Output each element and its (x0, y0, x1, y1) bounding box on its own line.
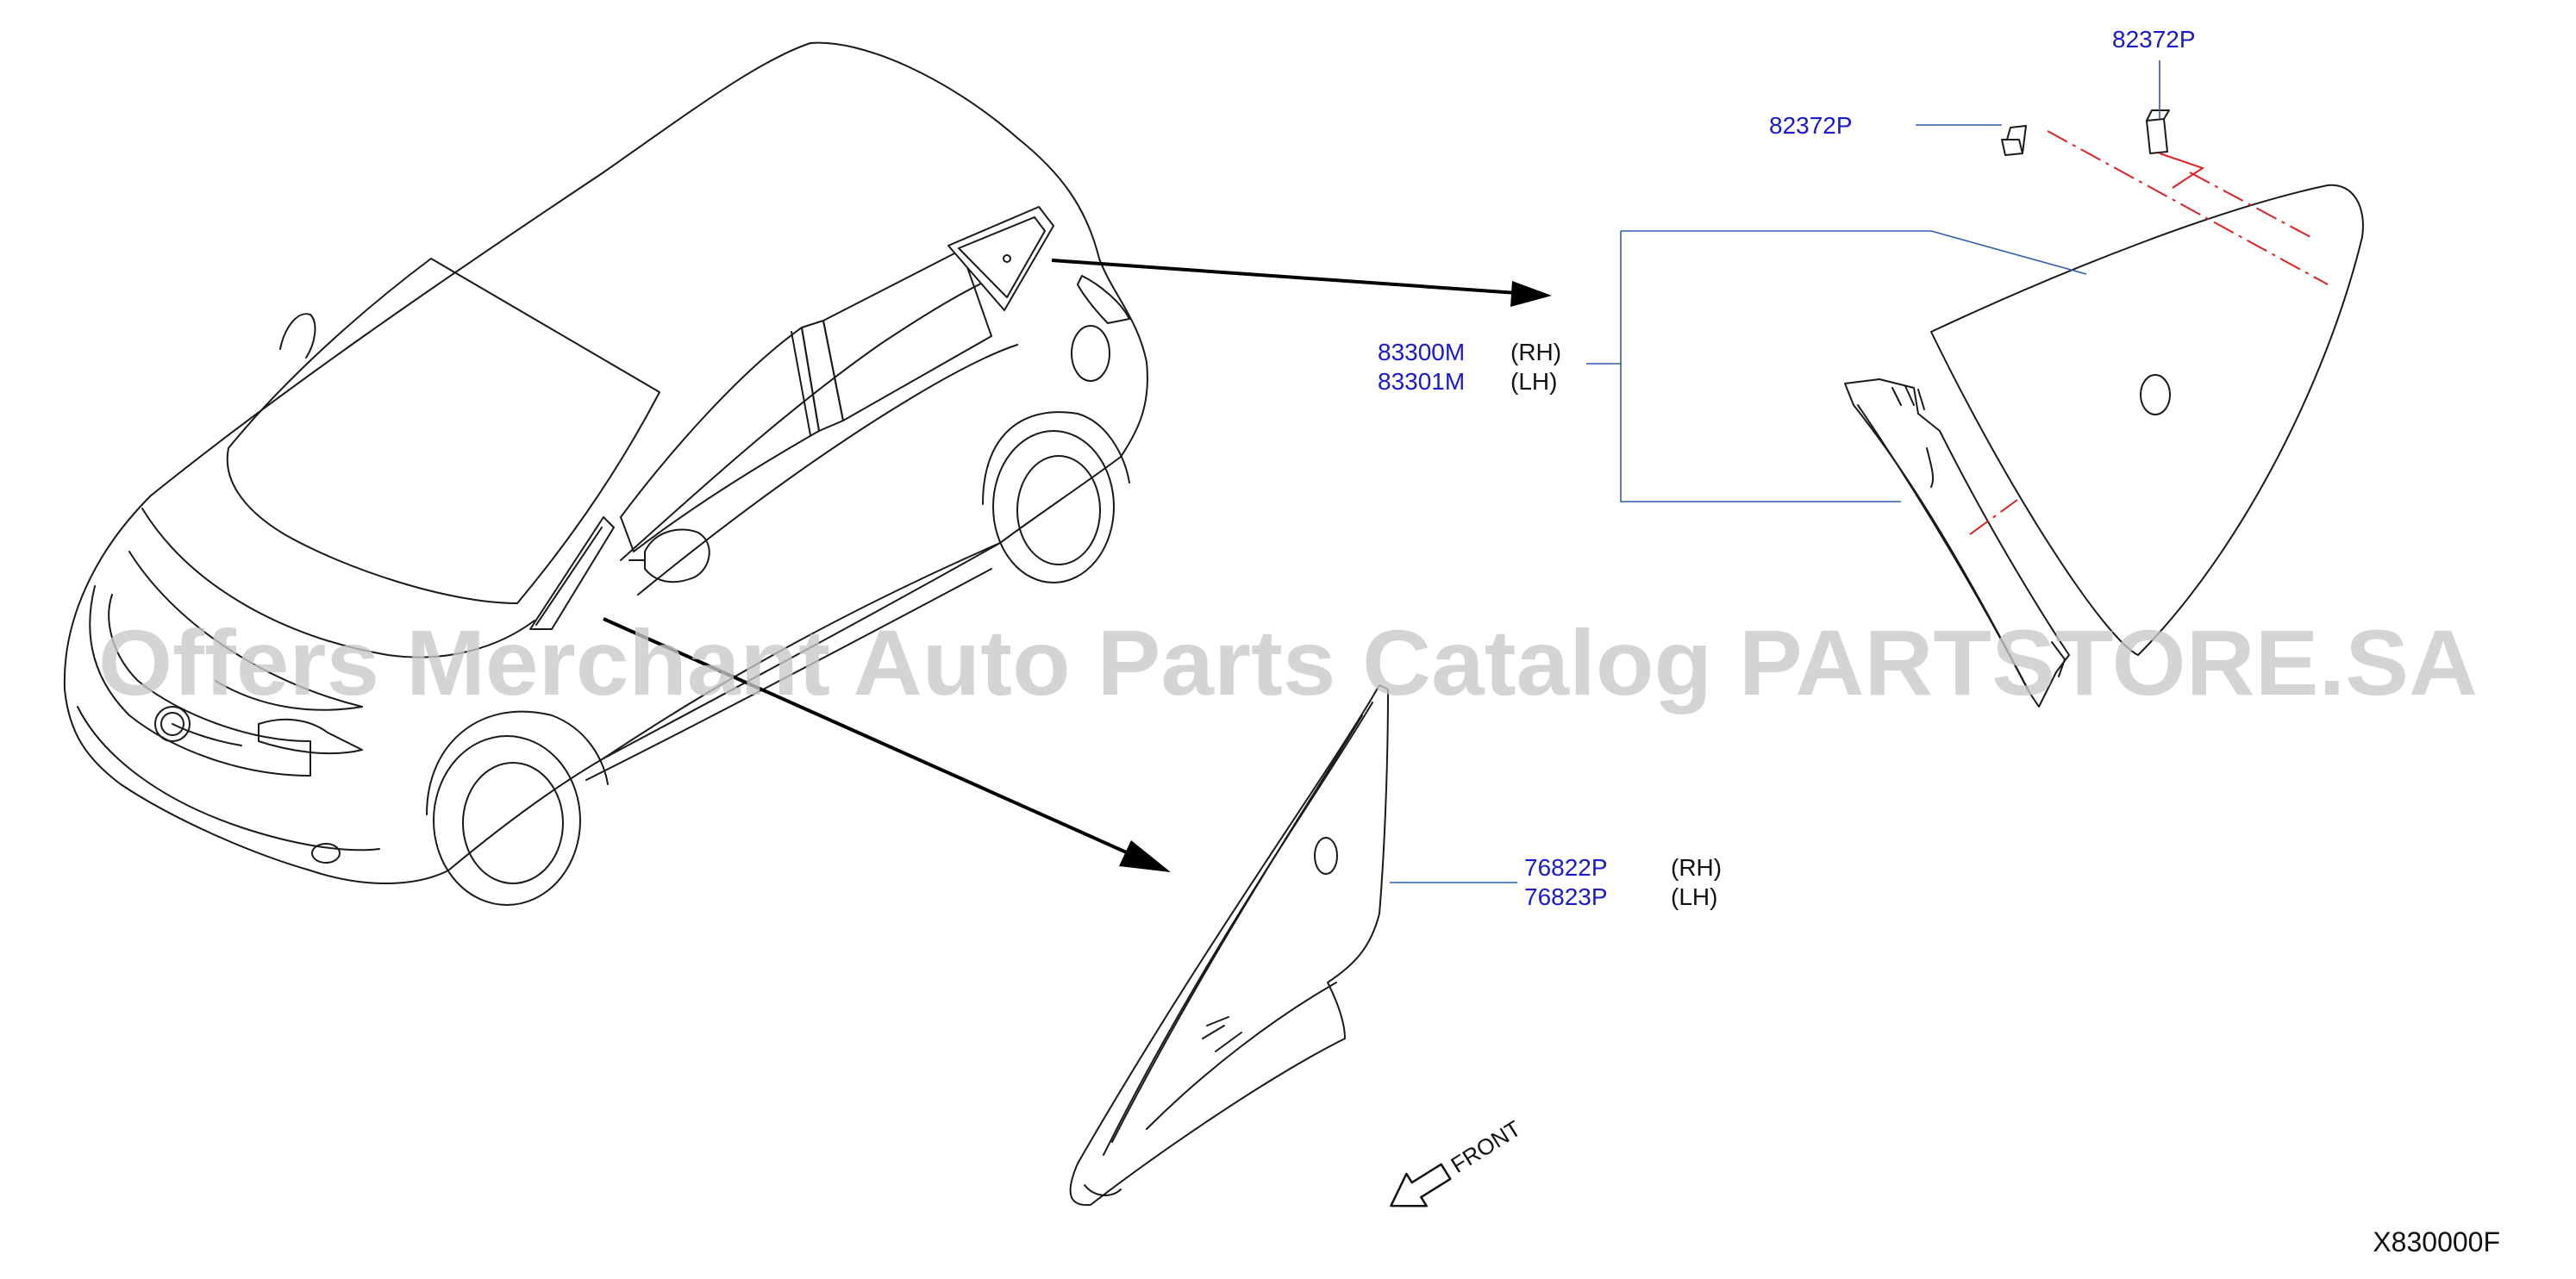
callout-front-glass-lh[interactable]: 76823P (1524, 883, 1608, 910)
front-glass-panel (1069, 684, 1389, 1207)
callout-rear-glass-lh-side: (LH) (1510, 368, 1557, 395)
rear-quarter-glass-assembly (1586, 60, 2364, 708)
callout-clip-top[interactable]: 82372P (2112, 26, 2196, 53)
callout-front-glass-rh[interactable]: 76822P (1524, 854, 1608, 881)
callout-rear-glass-rh[interactable]: 83300M (1378, 339, 1465, 365)
watermark-text: Offers Merchant Auto Parts Catalog PARTS… (98, 610, 2478, 714)
rear-glass-panel (1930, 184, 2364, 656)
callout-clip-left[interactable]: 82372P (1769, 112, 1853, 139)
callout-rear-glass-rh-side: (RH) (1510, 339, 1561, 365)
clip-top-shape (2146, 118, 2168, 154)
callout-arrows (603, 259, 1552, 872)
front-quarter-glass-assembly (1069, 684, 1517, 1207)
front-direction-arrow: FRONT (1390, 1115, 1525, 1207)
clip-left-shape (2001, 139, 2023, 156)
front-label: FRONT (1446, 1115, 1525, 1178)
car-illustration (63, 41, 1148, 906)
callout-rear-glass-lh[interactable]: 83301M (1378, 368, 1465, 395)
callout-front-glass-lh-side: (LH) (1671, 883, 1717, 910)
diagram-code: X830000F (2373, 1226, 2500, 1257)
callout-front-glass-rh-side: (RH) (1671, 854, 1722, 881)
